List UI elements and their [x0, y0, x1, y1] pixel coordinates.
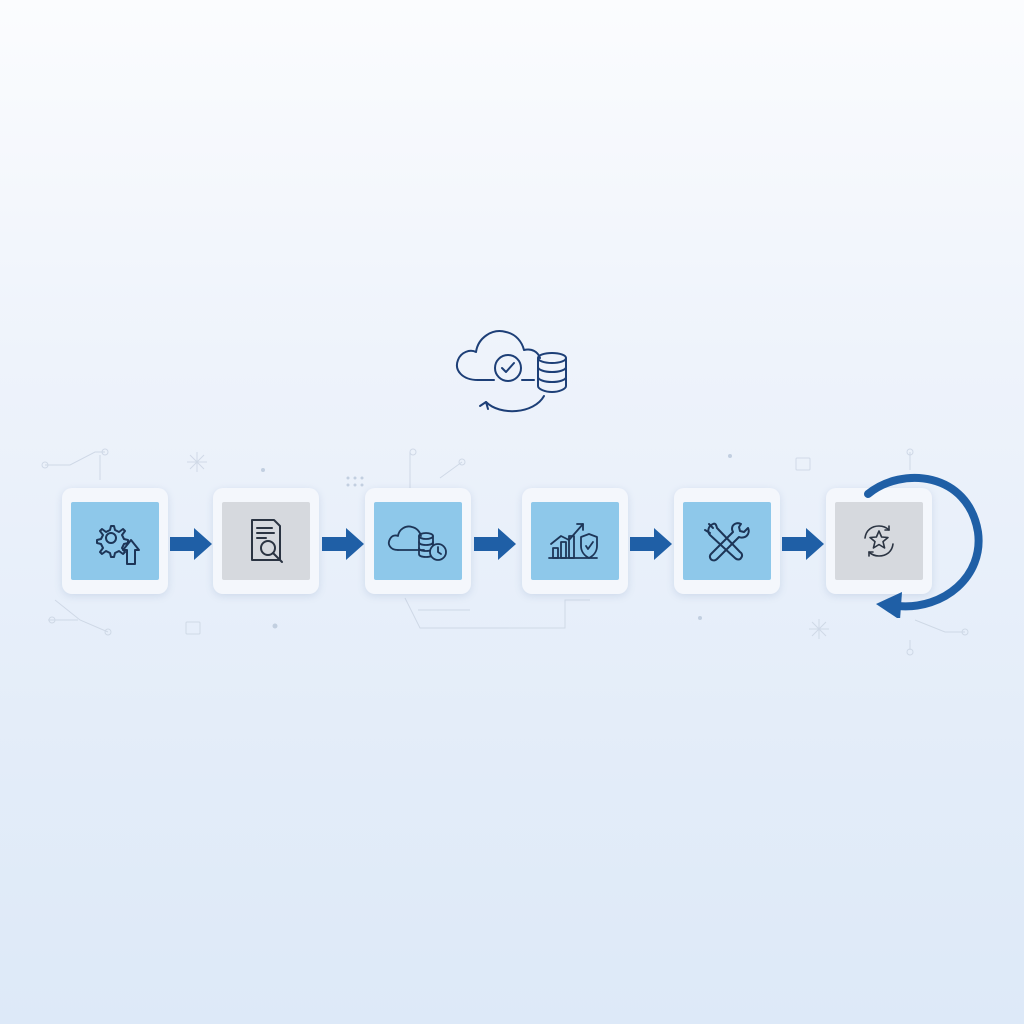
star-refresh-icon: [864, 525, 894, 557]
step-card-6: [826, 488, 932, 594]
step-tile-1: [71, 502, 159, 580]
flow-arrow-5: [782, 528, 824, 560]
cloud-database-clock-icon: [387, 525, 447, 561]
growth-chart-shield-icon: [548, 523, 598, 559]
step-card-4: [522, 488, 628, 594]
flow-arrow-4: [630, 528, 672, 560]
step-card-3: [365, 488, 471, 594]
step-card-5: [674, 488, 780, 594]
step-tile-6: [835, 502, 923, 580]
cycle-arrow-icon: [864, 473, 983, 618]
step-tile-3: [374, 502, 462, 580]
step-tile-2: [222, 502, 310, 580]
cloud-database-sync-icon: [456, 330, 567, 413]
document-search-icon: [251, 519, 283, 563]
step-card-1: [62, 488, 168, 594]
step-tile-4: [531, 502, 619, 580]
flow-arrow-1: [170, 528, 212, 560]
step-tile-5: [683, 502, 771, 580]
wrench-tools-icon: [704, 522, 750, 562]
gear-upgrade-icon: [96, 525, 140, 565]
flow-arrow-2: [322, 528, 364, 560]
flow-arrow-3: [474, 528, 516, 560]
step-card-2: [213, 488, 319, 594]
